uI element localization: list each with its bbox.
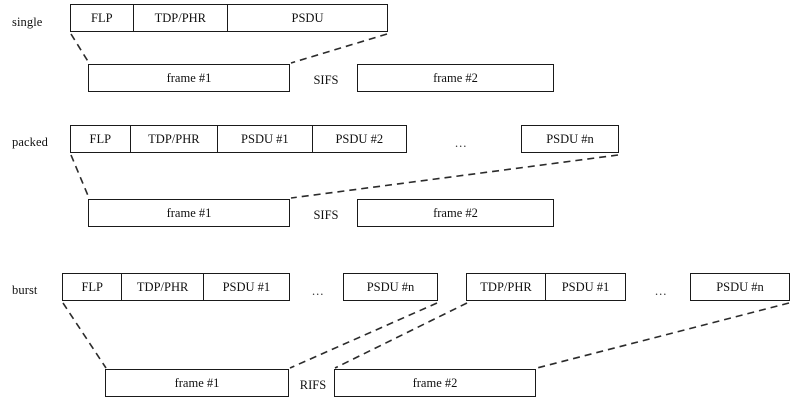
connector-burst-right-2 bbox=[536, 302, 790, 369]
burst-timeline-gap-rifs: RIFS bbox=[299, 378, 327, 392]
single-cell-psdu: PSDU bbox=[228, 5, 387, 31]
burst-ppdu-strip-1: FLP TDP/PHR PSDU #1 bbox=[62, 273, 290, 301]
packed-timeline-frame2: frame #2 bbox=[357, 199, 554, 227]
burst-cell-psdu-1b: PSDU #1 bbox=[546, 274, 625, 300]
packed-cell-psdu-1: PSDU #1 bbox=[218, 126, 313, 152]
packed-cell-flp: FLP bbox=[71, 126, 131, 152]
connector-burst-left-2 bbox=[334, 302, 468, 369]
packed-cell-psdu-n: PSDU #n bbox=[521, 125, 619, 153]
packed-ellipsis: ... bbox=[455, 136, 468, 150]
single-timeline-frame2: frame #2 bbox=[357, 64, 554, 92]
connector-burst-right-1 bbox=[289, 302, 438, 369]
burst-cell-tdp-phr-2: TDP/PHR bbox=[467, 274, 546, 300]
burst-cell-flp: FLP bbox=[63, 274, 123, 300]
connector-packed-right bbox=[290, 154, 619, 199]
packed-ppdu-strip: FLP TDP/PHR PSDU #1 PSDU #2 bbox=[70, 125, 407, 153]
connector-single-right bbox=[290, 33, 388, 64]
connector-single-left bbox=[70, 33, 90, 64]
row-label-packed: packed bbox=[12, 135, 48, 149]
burst-timeline-frame2: frame #2 bbox=[334, 369, 536, 397]
burst-cell-tdp-phr-1: TDP/PHR bbox=[122, 274, 204, 300]
burst-ellipsis-2: ... bbox=[655, 284, 668, 298]
single-ppdu-strip: FLP TDP/PHR PSDU bbox=[70, 4, 388, 32]
burst-ppdu-strip-2: TDP/PHR PSDU #1 bbox=[466, 273, 626, 301]
single-timeline-gap-sifs: SIFS bbox=[313, 73, 339, 87]
row-label-single: single bbox=[12, 15, 43, 29]
packed-cell-psdu-2: PSDU #2 bbox=[312, 126, 406, 152]
packed-timeline-gap-sifs: SIFS bbox=[313, 208, 339, 222]
single-cell-flp: FLP bbox=[71, 5, 134, 31]
burst-timeline-frame1: frame #1 bbox=[105, 369, 289, 397]
single-timeline-frame1: frame #1 bbox=[88, 64, 290, 92]
row-label-burst: burst bbox=[12, 283, 38, 297]
burst-cell-psdu-n-1: PSDU #n bbox=[343, 273, 438, 301]
connector-burst-left-1 bbox=[62, 302, 107, 369]
packed-cell-tdp-phr: TDP/PHR bbox=[130, 126, 219, 152]
burst-cell-psdu-n-2: PSDU #n bbox=[690, 273, 790, 301]
single-cell-tdp-phr: TDP/PHR bbox=[133, 5, 229, 31]
packed-timeline-frame1: frame #1 bbox=[88, 199, 290, 227]
connector-packed-left bbox=[70, 154, 90, 199]
burst-cell-psdu-1a: PSDU #1 bbox=[203, 274, 289, 300]
burst-ellipsis-1: ... bbox=[312, 284, 325, 298]
